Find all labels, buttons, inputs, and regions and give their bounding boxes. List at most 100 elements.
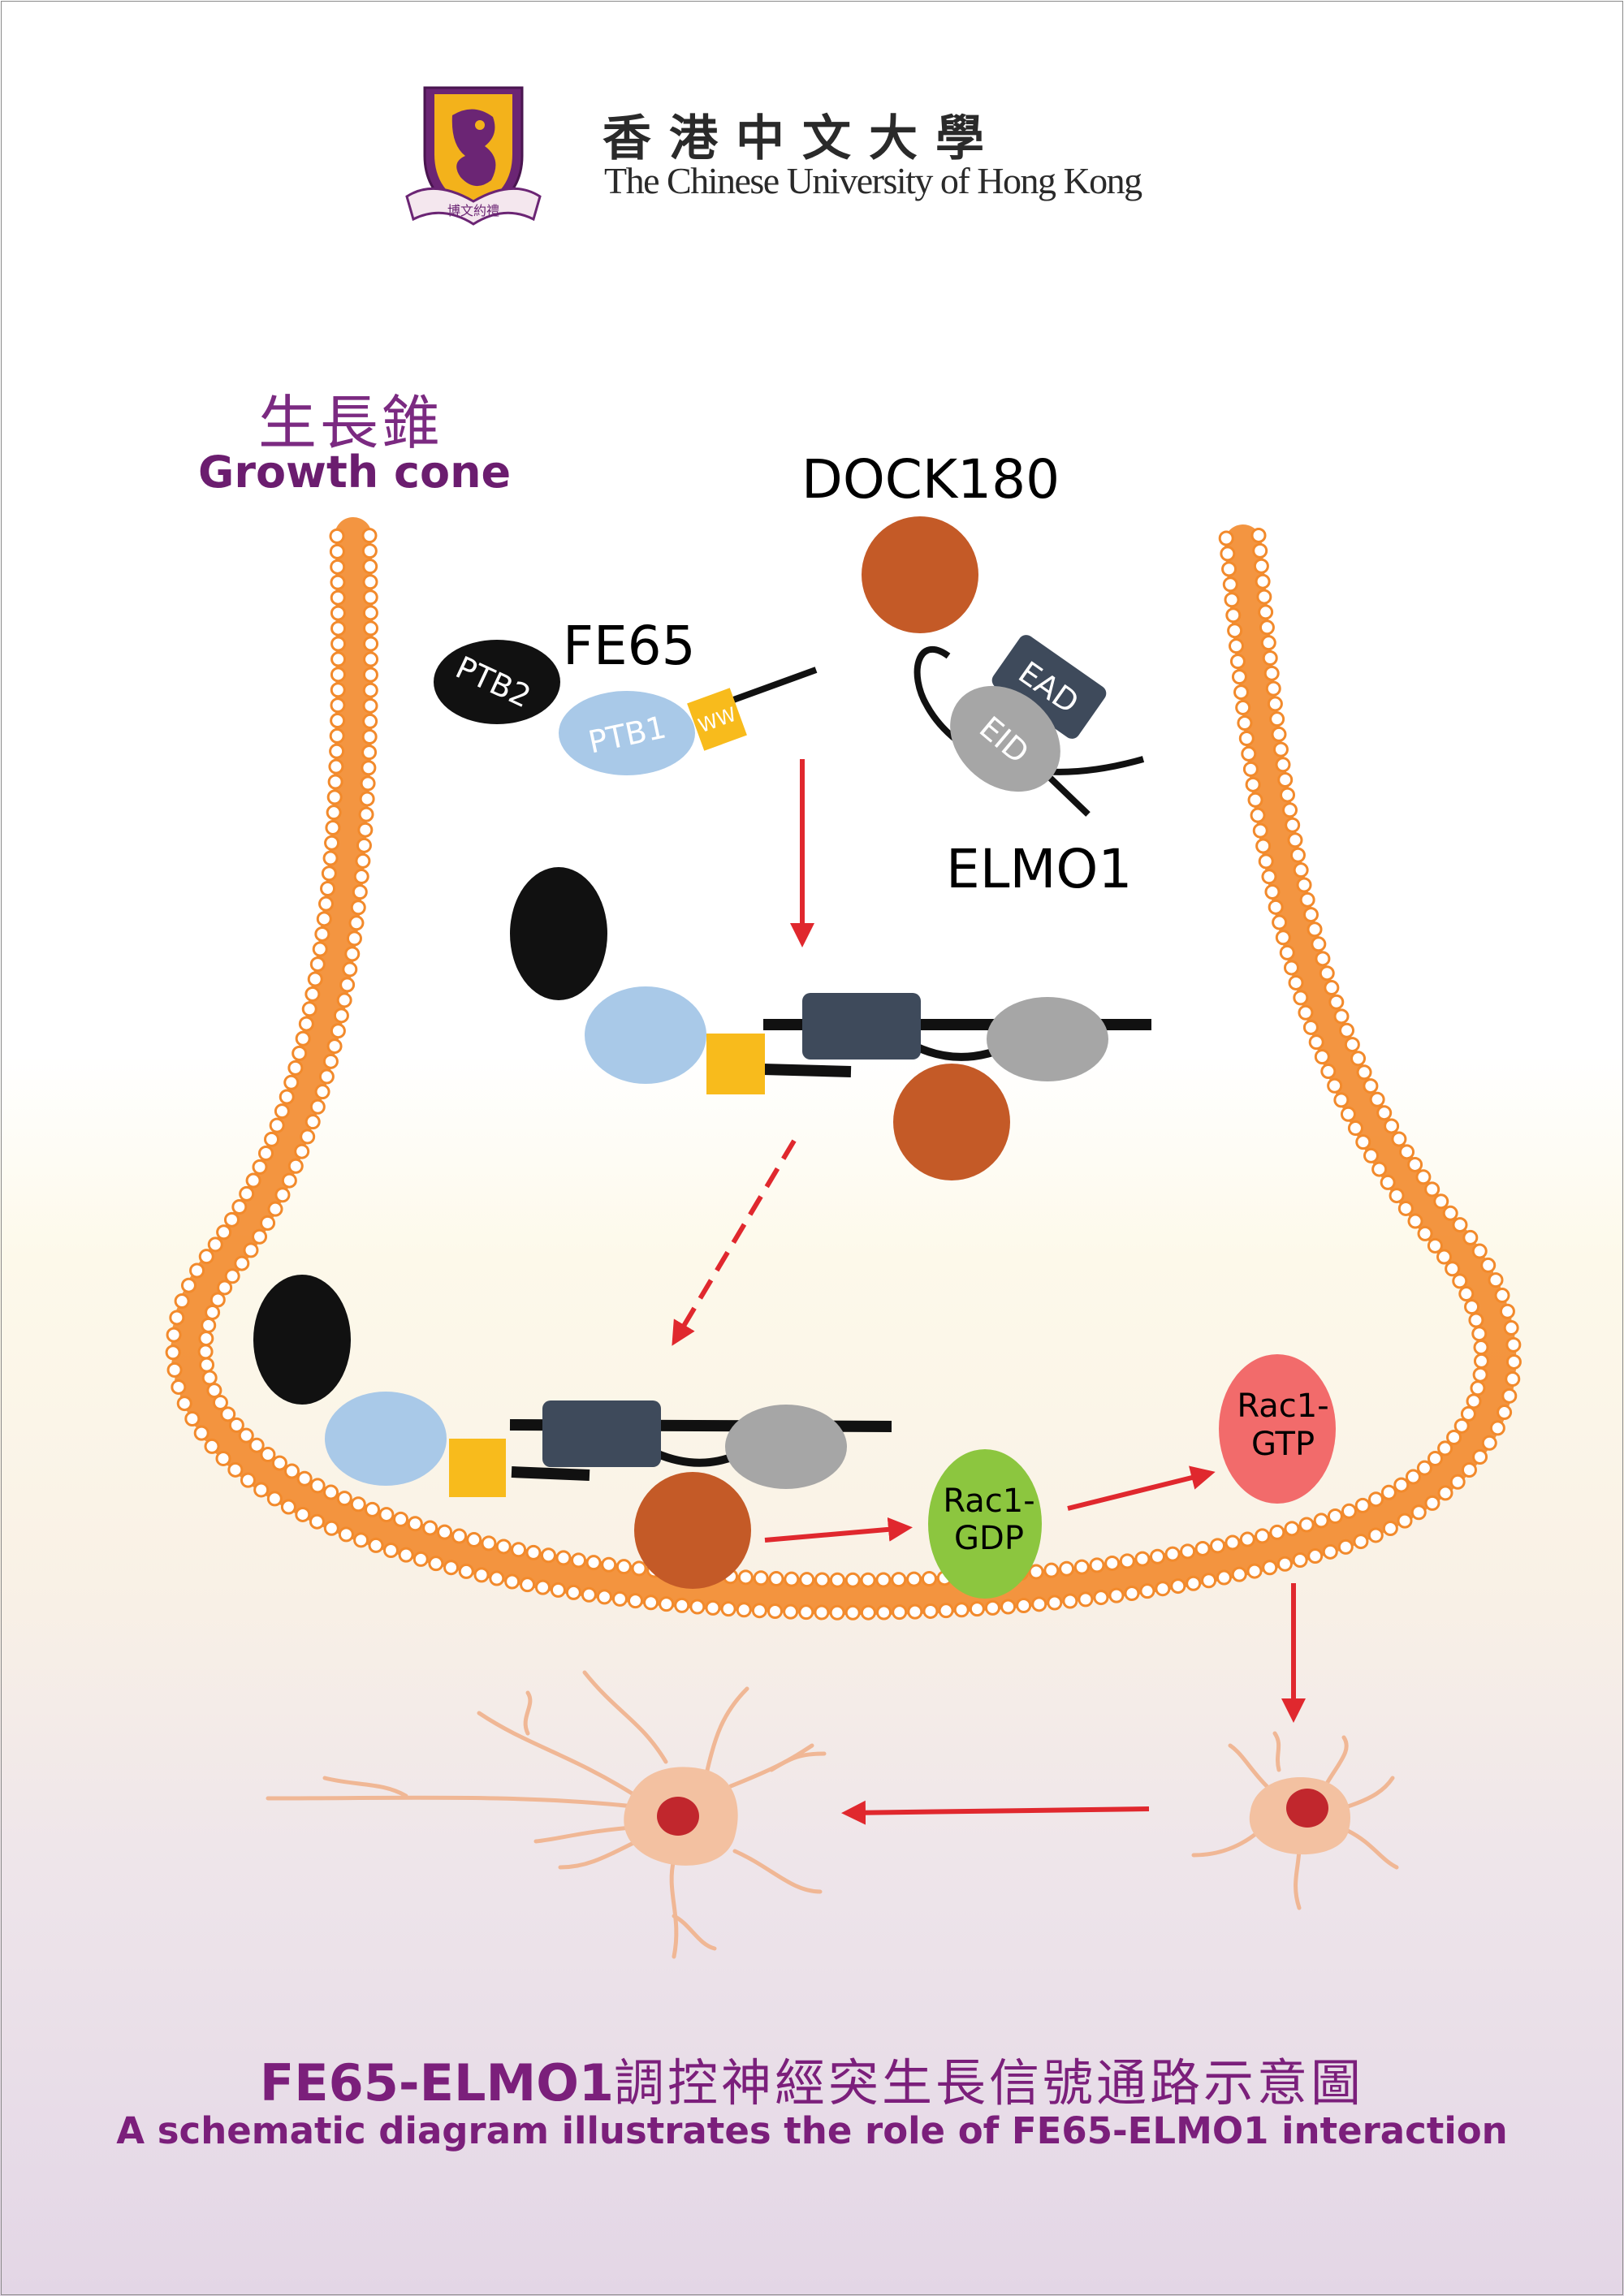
lipid-head (348, 915, 365, 931)
lipid-head (1225, 607, 1242, 624)
lipid-head (266, 1491, 283, 1507)
lipid-head (1376, 1105, 1393, 1121)
lipid-head (1449, 1474, 1466, 1490)
lipid-head (1224, 1534, 1241, 1551)
lipid-head (1405, 1469, 1421, 1485)
lipid-head (1227, 623, 1243, 639)
lipid-head (1292, 1552, 1308, 1569)
lipid-head (1339, 1022, 1355, 1038)
lipid-head (322, 850, 339, 866)
lipid-head (799, 1572, 815, 1588)
lipid-head (204, 1438, 220, 1454)
lipid-head (525, 1544, 542, 1560)
lipid-head (294, 1143, 310, 1159)
lipid-head (362, 713, 378, 729)
lipid-head (1307, 921, 1323, 938)
lipid-head (284, 1463, 300, 1479)
lipid-head (330, 605, 346, 621)
lipid-head (1314, 1049, 1330, 1065)
lipid-head (346, 930, 362, 947)
lipid-head (362, 559, 378, 575)
lipid-head (1277, 771, 1294, 788)
lipid-head (1380, 1484, 1397, 1500)
lipid-head (451, 1528, 468, 1544)
lipid-head (1047, 1595, 1063, 1611)
lipid-head (281, 1172, 297, 1189)
dock180-circle (862, 516, 978, 633)
lipid-head (1355, 1134, 1371, 1150)
lipid-head (1078, 1591, 1094, 1608)
lipid-head (350, 900, 366, 916)
lipid-head (1089, 1557, 1105, 1573)
lipid-head (1503, 1320, 1519, 1336)
lipid-head (1293, 862, 1309, 878)
lipid-head (253, 1482, 270, 1498)
lipid-head (362, 574, 378, 590)
lipid-head (296, 1470, 313, 1487)
lipid-head (328, 758, 344, 775)
lipid-head (1255, 1528, 1271, 1544)
lipid-head (875, 1572, 892, 1588)
lipid-head (201, 1370, 218, 1386)
lipid-head (252, 1159, 268, 1175)
caption-subtitle: A schematic diagram illustrates the role… (116, 2109, 1508, 2152)
lipid-head (1322, 1543, 1338, 1560)
lipid-head (234, 1255, 250, 1271)
lipid-head (1320, 1064, 1337, 1080)
lipid-head (1275, 757, 1291, 773)
lipid-head (166, 1327, 182, 1343)
lipid-head (224, 1268, 240, 1284)
lipid-head (1333, 1008, 1350, 1025)
lipid-head (257, 1146, 274, 1162)
lipid-head (1333, 1092, 1350, 1108)
lipid-head (1384, 1118, 1400, 1134)
lipid-head (969, 1601, 985, 1617)
lipid-head (330, 589, 346, 606)
lipid-head (1340, 1106, 1356, 1122)
lipid-head (1250, 527, 1267, 543)
lipid-head (1344, 1037, 1360, 1053)
lipid-head (1247, 792, 1263, 808)
lipid-head (1354, 1497, 1371, 1513)
lipid-head (1180, 1543, 1196, 1560)
lipid-head (327, 774, 343, 790)
lipid-head (223, 1211, 240, 1228)
fe65-elmo1-complex-cytoplasm (510, 867, 1151, 1180)
lipid-head (333, 1008, 349, 1024)
lipid-head (1220, 546, 1236, 562)
lipid-head (245, 1172, 261, 1189)
lipid-head (362, 589, 378, 606)
lipid-head (892, 1604, 908, 1621)
lipid-head (1262, 650, 1278, 667)
lipid-head (1258, 604, 1274, 620)
university-name-zh: 香港中文大學 (603, 110, 1002, 167)
rac1-gtp: Rac1- GTP (1219, 1354, 1336, 1504)
lipid-head (323, 1520, 339, 1536)
arrow-complex-to-membrane-dashed (672, 1139, 797, 1346)
lipid-head (1424, 1181, 1440, 1198)
lipid-head (495, 1539, 512, 1555)
lipid-head (1260, 635, 1276, 651)
lipid-head (318, 1068, 335, 1085)
lipid-head (798, 1604, 814, 1621)
lipid-head (1363, 1078, 1379, 1094)
lipid-head (342, 961, 358, 978)
lipid-head (184, 1411, 201, 1427)
lipid-head (615, 1559, 632, 1575)
arrow-neuron-outgrowth (841, 1800, 1150, 1825)
lipid-head (1315, 951, 1331, 967)
lipid-head (1264, 884, 1281, 900)
lipid-head (269, 1117, 285, 1133)
lipid-head (330, 559, 346, 575)
lipid-head (274, 1187, 291, 1203)
lipid-head (1473, 1340, 1489, 1356)
lipid-head (198, 1249, 214, 1265)
lipid-head (1427, 1450, 1443, 1466)
lipid-head (1399, 1144, 1415, 1160)
lipid-head (601, 1556, 617, 1573)
lipid-head (1410, 1504, 1427, 1521)
lipid-head (1436, 1249, 1453, 1265)
lipid-head (1505, 1353, 1522, 1370)
lipid-head (359, 791, 375, 807)
lipid-head (1250, 807, 1266, 823)
